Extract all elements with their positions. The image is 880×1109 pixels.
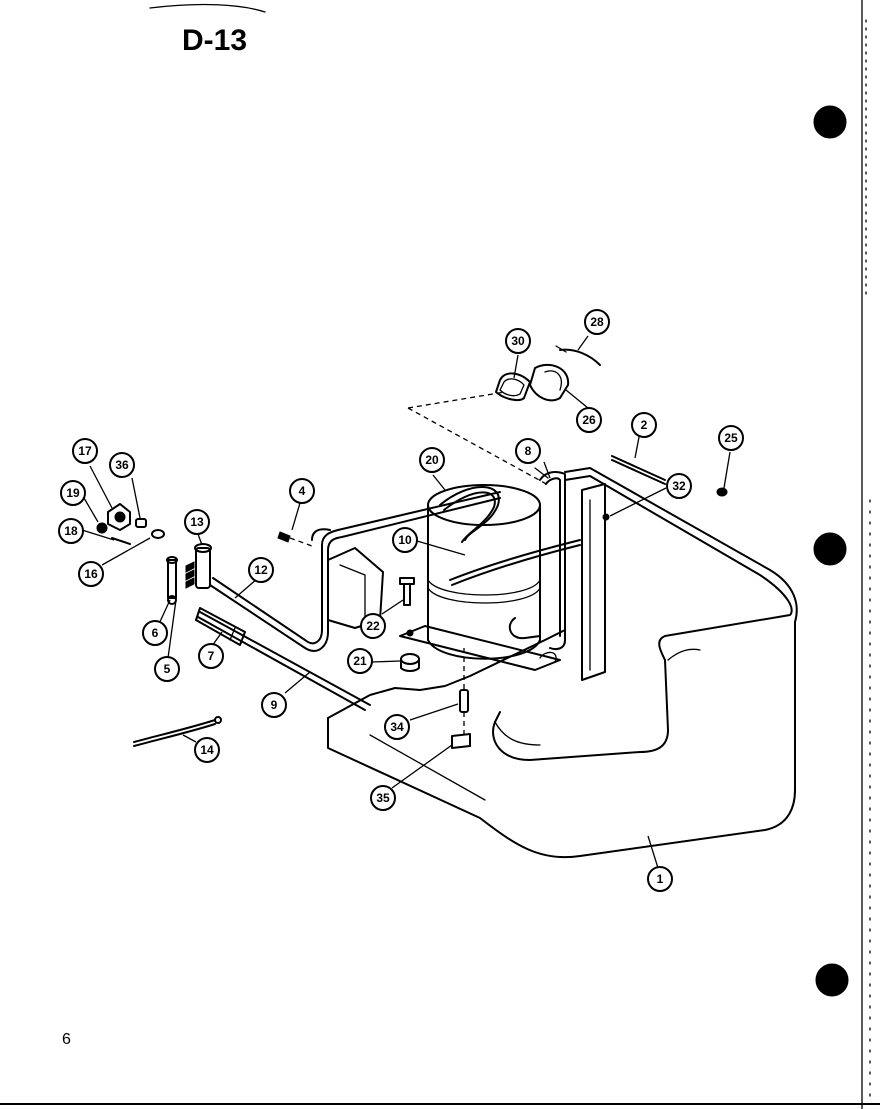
- callout-2: 2: [631, 412, 657, 438]
- callout-20-label: 20: [425, 453, 439, 467]
- callout-18: 18: [58, 518, 84, 544]
- tube-discharge-line: [534, 467, 566, 650]
- drier: [195, 607, 246, 646]
- callout-12: 12: [248, 557, 274, 583]
- callout-21-label: 21: [353, 654, 367, 668]
- callout-30-label: 30: [511, 334, 525, 348]
- callout-26-label: 26: [582, 413, 596, 427]
- callout-28: 28: [584, 309, 610, 335]
- callout-18-label: 18: [64, 524, 78, 538]
- drain-tube: [133, 716, 222, 747]
- callout-22-label: 22: [366, 619, 380, 633]
- binder-hole-bottom: [815, 963, 849, 997]
- callout-34: 34: [384, 714, 410, 740]
- callout-7: 7: [198, 643, 224, 669]
- callout-4-label: 4: [299, 484, 306, 498]
- callout-19-label: 19: [66, 486, 80, 500]
- page-title: D-13: [182, 24, 247, 57]
- callout-10: 10: [392, 527, 418, 553]
- binder-hole-top: [813, 105, 847, 139]
- mounting-bolts: [399, 577, 420, 672]
- callout-17-label: 17: [78, 444, 92, 458]
- callout-14: 14: [194, 737, 220, 763]
- callout-10-label: 10: [398, 533, 412, 547]
- callout-32-label: 32: [672, 479, 686, 493]
- callout-14-label: 14: [200, 743, 214, 757]
- callout-25-label: 25: [724, 431, 738, 445]
- base-pan: [327, 467, 798, 859]
- page-number: 6: [62, 1031, 71, 1048]
- callout-1-label: 1: [657, 872, 664, 886]
- callout-26: 26: [576, 407, 602, 433]
- callout-1: 1: [647, 866, 673, 892]
- capillary-tube: [197, 611, 371, 711]
- small-hardware: [277, 487, 728, 547]
- callout-16: 16: [78, 561, 104, 587]
- callout-9-label: 9: [271, 698, 278, 712]
- callout-6: 6: [142, 620, 168, 646]
- callout-36: 36: [109, 452, 135, 478]
- callout-17: 17: [72, 438, 98, 464]
- callout-22: 22: [360, 613, 386, 639]
- callout-9: 9: [261, 692, 287, 718]
- callout-28-label: 28: [590, 315, 604, 329]
- callout-36-label: 36: [115, 458, 129, 472]
- terminal-cover-parts: [407, 345, 601, 487]
- compressor: [427, 484, 581, 660]
- callout-5: 5: [154, 656, 180, 682]
- callout-35-label: 35: [376, 791, 390, 805]
- callout-13-label: 13: [190, 515, 204, 529]
- drain-fitting: [451, 648, 471, 749]
- callout-8-label: 8: [525, 444, 532, 458]
- callout-30: 30: [505, 328, 531, 354]
- callout-25: 25: [718, 425, 744, 451]
- callout-2-label: 2: [641, 418, 648, 432]
- callout-6-label: 6: [152, 626, 159, 640]
- callout-4: 4: [289, 478, 315, 504]
- tube-manifold-line: [209, 491, 501, 652]
- callout-20: 20: [419, 447, 445, 473]
- callout-5-label: 5: [164, 662, 171, 676]
- top-mark: [149, 3, 266, 13]
- callout-12-label: 12: [254, 563, 268, 577]
- compressor-base-plate: [399, 625, 561, 671]
- callout-16-label: 16: [84, 567, 98, 581]
- service-valves: [166, 543, 212, 605]
- binder-holes: [813, 105, 849, 997]
- leader-lines: [81, 335, 731, 869]
- callout-32: 32: [666, 473, 692, 499]
- callout-34-label: 34: [390, 720, 404, 734]
- callout-8: 8: [515, 438, 541, 464]
- mounting-panel: [581, 455, 666, 681]
- callout-7-label: 7: [208, 649, 215, 663]
- callout-21: 21: [347, 648, 373, 674]
- callout-35: 35: [370, 785, 396, 811]
- binder-hole-middle: [813, 532, 847, 566]
- callout-13: 13: [184, 509, 210, 535]
- flare-fittings: [96, 503, 165, 545]
- callout-19: 19: [60, 480, 86, 506]
